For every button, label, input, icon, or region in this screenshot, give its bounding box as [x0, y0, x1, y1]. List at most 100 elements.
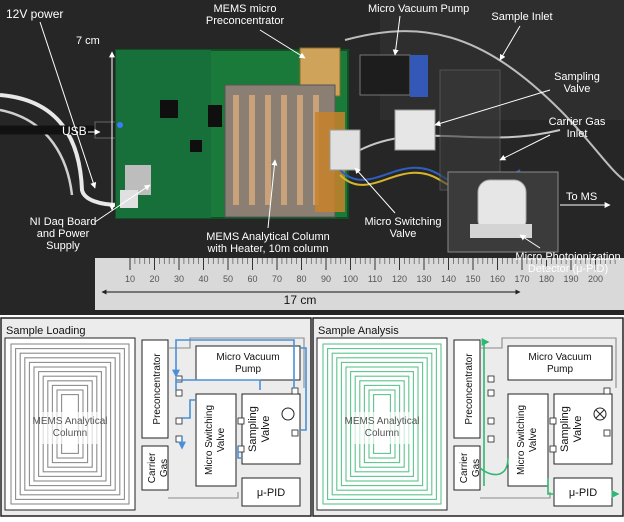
carrier-gas-box	[141, 445, 169, 491]
switching-valve-box	[507, 393, 549, 487]
ruler-tick-label: 60	[247, 274, 257, 284]
ruler-tick-label: 90	[321, 274, 331, 284]
fluid-port	[603, 387, 611, 395]
preconcentrator-box	[453, 339, 481, 439]
switching-valve	[329, 129, 361, 171]
ruler-tick-label: 200	[588, 274, 603, 284]
ruler-tick-label: 10	[125, 274, 135, 284]
tubing-line	[168, 337, 305, 388]
switching-valve-label: Micro SwitchingValve	[204, 405, 227, 475]
usb-plug	[94, 121, 118, 139]
leader-carrier	[499, 134, 551, 161]
vacuum-pump-box	[507, 345, 613, 381]
label-usb: USB	[62, 124, 87, 138]
label-board-width: 7 cm	[76, 35, 100, 47]
ruler-tick-label: 110	[368, 274, 382, 284]
pid-label: μ-PID	[257, 487, 285, 499]
flow-path	[547, 478, 554, 495]
vacuum-pump	[359, 54, 411, 96]
leader-column	[267, 159, 278, 229]
sampling-valve-box	[241, 393, 301, 465]
ruler-tick-label: 160	[490, 274, 505, 284]
sample-inlet-tubing	[344, 30, 624, 181]
fluid-port	[237, 417, 245, 425]
fluid-port	[487, 435, 495, 443]
sampling-valve	[394, 109, 436, 151]
pid-label: μ-PID	[569, 487, 597, 499]
column-spiral-loop	[350, 371, 414, 477]
ic-chip-2	[190, 140, 202, 152]
column-spiral-loop	[322, 343, 442, 505]
fluid-port	[487, 375, 495, 383]
fluid-port	[291, 387, 299, 395]
column-spiral-loop	[33, 366, 107, 482]
fluid-port	[175, 389, 183, 397]
fluid-port	[549, 417, 557, 425]
leader-sample-inlet	[499, 25, 521, 61]
ruler-tick-label: 140	[441, 274, 456, 284]
flow-path	[237, 446, 242, 459]
ruler-tick-label: 70	[272, 274, 282, 284]
carrier-gas-label: CarrierGas	[459, 452, 482, 483]
flow-path	[300, 347, 307, 431]
fluid-port	[487, 417, 495, 425]
label-board-length: 17 cm	[284, 293, 317, 307]
ruler-tick-label: 180	[539, 274, 554, 284]
preconcentrator-label: Preconcentrator	[464, 353, 475, 425]
column-spiral-loop	[15, 348, 125, 500]
sampling-valve-label: SamplingValve	[247, 406, 272, 452]
fluid-port	[175, 435, 183, 443]
ruler-tick-label: 170	[514, 274, 529, 284]
fluid-port	[291, 429, 299, 437]
ruler-tick-label: 20	[149, 274, 159, 284]
leader-power	[39, 21, 97, 189]
status-led	[117, 122, 123, 128]
switching-valve-label: Micro SwitchingValve	[516, 405, 539, 475]
ruler-tick-label: 120	[392, 274, 407, 284]
flow-path	[182, 399, 196, 419]
panel-title: Sample Loading	[6, 325, 86, 337]
carrier-gas-box	[453, 445, 481, 491]
column-spiral-loop	[28, 361, 112, 487]
fluid-port	[237, 445, 245, 453]
leader-sampling-valve	[434, 89, 551, 127]
column-spiral-loop	[10, 343, 130, 505]
column-spiral-loop	[345, 366, 419, 482]
leader-pid	[519, 234, 541, 249]
column-spiral-loop	[331, 352, 433, 496]
switching-valve-box	[195, 393, 237, 487]
vacuum-pump-box	[195, 345, 301, 381]
ruler-tick-label: 100	[343, 274, 358, 284]
label-to-ms: To MS	[566, 191, 597, 203]
fluid-port	[175, 417, 183, 425]
sampling-valve-box	[553, 393, 613, 465]
sampling-valve-port	[281, 407, 295, 421]
tubing-line	[480, 337, 617, 388]
vacuum-pump-cap	[410, 55, 428, 97]
flow-path	[481, 338, 490, 486]
column-label-bg	[352, 412, 412, 444]
power-cable-2	[0, 108, 74, 196]
tubing-line	[168, 492, 239, 499]
ruler-tick-label: 40	[198, 274, 208, 284]
flow-path	[479, 457, 509, 476]
ruler-tick-label: 50	[223, 274, 233, 284]
power-cable	[0, 93, 121, 207]
carrier-gas-label: CarrierGas	[147, 452, 170, 483]
column-label-bg	[40, 412, 100, 444]
